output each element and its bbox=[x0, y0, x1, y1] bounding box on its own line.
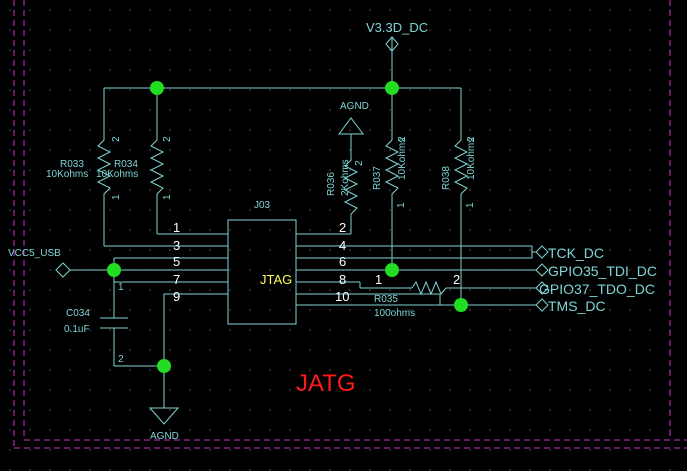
junction-dot bbox=[385, 81, 399, 95]
pin-number: 6 bbox=[339, 254, 346, 269]
pin-number: 2 bbox=[339, 220, 346, 235]
svg-text:2: 2 bbox=[111, 136, 122, 142]
port-tms bbox=[535, 298, 549, 312]
svg-text:2: 2 bbox=[118, 354, 124, 365]
power-port-v33 bbox=[385, 36, 399, 52]
junction-dot bbox=[107, 263, 121, 277]
svg-text:1: 1 bbox=[162, 194, 173, 200]
signal-tck-label: TCK_DC bbox=[548, 245, 604, 261]
r038-ref: R038 bbox=[441, 166, 452, 190]
junction-dot bbox=[150, 81, 164, 95]
sheet-border bbox=[13, 0, 687, 449]
junction-dot bbox=[385, 263, 399, 277]
component-pin-numbers: 2 1 2 1 2 2 1 2 1 1 2 1 2 bbox=[111, 136, 477, 365]
signal-tdo-label: GPIO37_TDO_DC bbox=[539, 281, 655, 297]
port-tdo bbox=[535, 281, 549, 295]
ground-bottom-label: AGND bbox=[150, 431, 179, 442]
r038-value: 10Kohms bbox=[466, 138, 477, 180]
resistor-r037 bbox=[384, 130, 400, 200]
svg-text:2: 2 bbox=[397, 136, 408, 142]
r037-ref: R037 bbox=[372, 166, 383, 190]
ground-symbol-top bbox=[338, 117, 364, 135]
connector-pin-numbers: 1 3 5 7 9 2 4 6 8 10 bbox=[173, 220, 349, 304]
r035-ref: R035 bbox=[374, 294, 398, 305]
ground-top-label: AGND bbox=[340, 101, 369, 112]
pin-number: 5 bbox=[173, 254, 180, 269]
r036-ref: R036 bbox=[326, 172, 337, 196]
r035-value: 100ohms bbox=[374, 308, 415, 319]
svg-text:1: 1 bbox=[111, 194, 122, 200]
port-tdi bbox=[535, 263, 549, 277]
junction-dot bbox=[454, 298, 468, 312]
resistor-r035 bbox=[411, 280, 447, 296]
connector-label: JTAG bbox=[260, 272, 292, 287]
signal-tms-label: TMS_DC bbox=[548, 298, 606, 314]
signal-ports bbox=[535, 245, 549, 312]
resistor-r036 bbox=[343, 150, 359, 215]
c034-value: 0.1uF bbox=[64, 324, 90, 335]
pin-number: 3 bbox=[173, 238, 180, 253]
sheet-title: JATG bbox=[296, 370, 356, 397]
wires bbox=[70, 37, 536, 408]
svg-text:2: 2 bbox=[162, 136, 173, 142]
svg-text:2: 2 bbox=[466, 136, 477, 142]
svg-text:1: 1 bbox=[465, 202, 476, 208]
pin-number: 7 bbox=[173, 272, 180, 287]
signal-tdi-label: GPIO35_TDI_DC bbox=[548, 263, 657, 279]
ground-symbol-bottom bbox=[148, 407, 180, 425]
pin-number: 9 bbox=[173, 289, 180, 304]
svg-text:2: 2 bbox=[354, 160, 365, 166]
c034-ref: C034 bbox=[66, 308, 90, 319]
svg-text:1: 1 bbox=[118, 282, 124, 293]
pin-number: 1 bbox=[173, 220, 180, 235]
r033-ref: R033 bbox=[60, 159, 84, 170]
resistors bbox=[96, 130, 469, 296]
r034-value: 10Kohms bbox=[96, 169, 138, 180]
junctions bbox=[107, 81, 468, 373]
port-tck bbox=[535, 245, 549, 259]
net-vcc5-label: VCC5_USB bbox=[8, 248, 61, 259]
connector-j03-body bbox=[227, 219, 297, 325]
connector-ref: J03 bbox=[254, 200, 271, 211]
r034-ref: R034 bbox=[114, 159, 138, 170]
net-v33-label: V3.3D_DC bbox=[366, 20, 428, 35]
svg-text:2: 2 bbox=[453, 272, 460, 287]
resistor-r038 bbox=[453, 130, 469, 200]
resistor-r034 bbox=[149, 130, 165, 200]
resistor-r033 bbox=[96, 130, 112, 200]
svg-text:1: 1 bbox=[396, 202, 407, 208]
r037-value: 10Kohms bbox=[397, 138, 408, 180]
svg-text:1: 1 bbox=[375, 272, 382, 287]
capacitor-c034 bbox=[100, 317, 128, 329]
r036-value: 2Kohms bbox=[340, 159, 351, 196]
pin-number: 10 bbox=[335, 289, 349, 304]
pin-number: 4 bbox=[339, 238, 346, 253]
pin-number: 8 bbox=[339, 272, 346, 287]
power-port-vcc5 bbox=[55, 262, 71, 278]
r033-value: 10Kohms bbox=[46, 169, 88, 180]
junction-dot bbox=[157, 359, 171, 373]
